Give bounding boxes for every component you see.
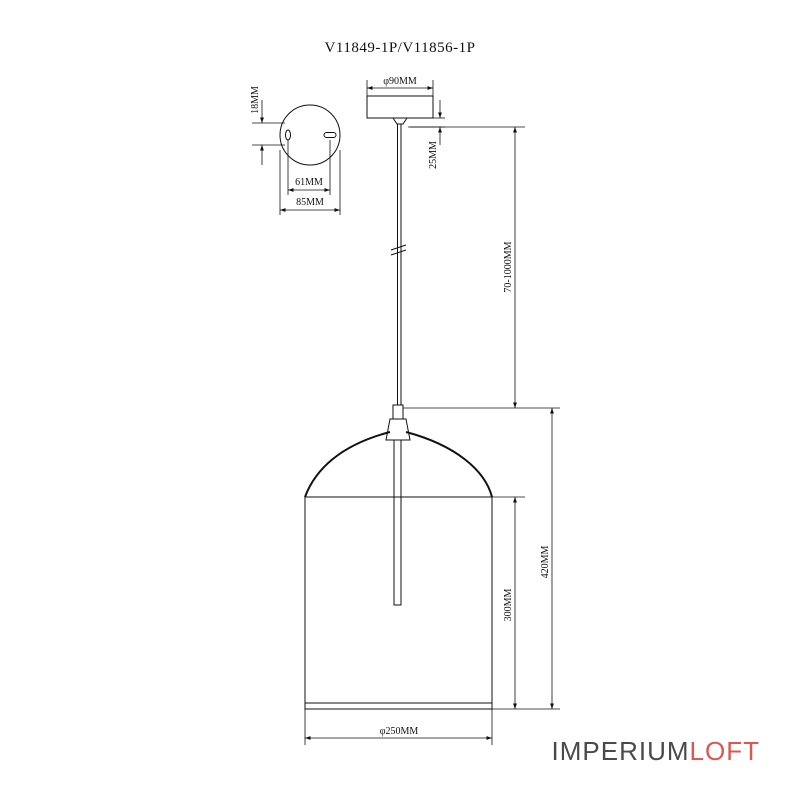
label-shade-height: 300MM (503, 589, 514, 622)
label-canopy-offset: 25MM (428, 141, 439, 169)
label-total-height: 420MM (540, 546, 551, 579)
label-mount-hole-spacing: 61MM (295, 177, 323, 188)
brand-part-imperium: IMPERIUM (552, 736, 690, 766)
label-cord-length: 70-1000MM (503, 241, 514, 292)
canopy-top-view (252, 100, 341, 215)
brand-part-loft: LOFT (690, 736, 760, 766)
lamp-side-view (304, 80, 560, 745)
brand-logo: IMPERIUMLOFT (552, 736, 760, 766)
model-title: V11849-1P/V11856-1P (325, 40, 476, 56)
label-shade-diameter: φ250MM (380, 726, 419, 737)
label-canopy-diameter: φ90MM (383, 76, 417, 87)
label-canopy-height: 18MM (250, 86, 261, 114)
label-mount-plate-width: 85MM (296, 197, 324, 208)
